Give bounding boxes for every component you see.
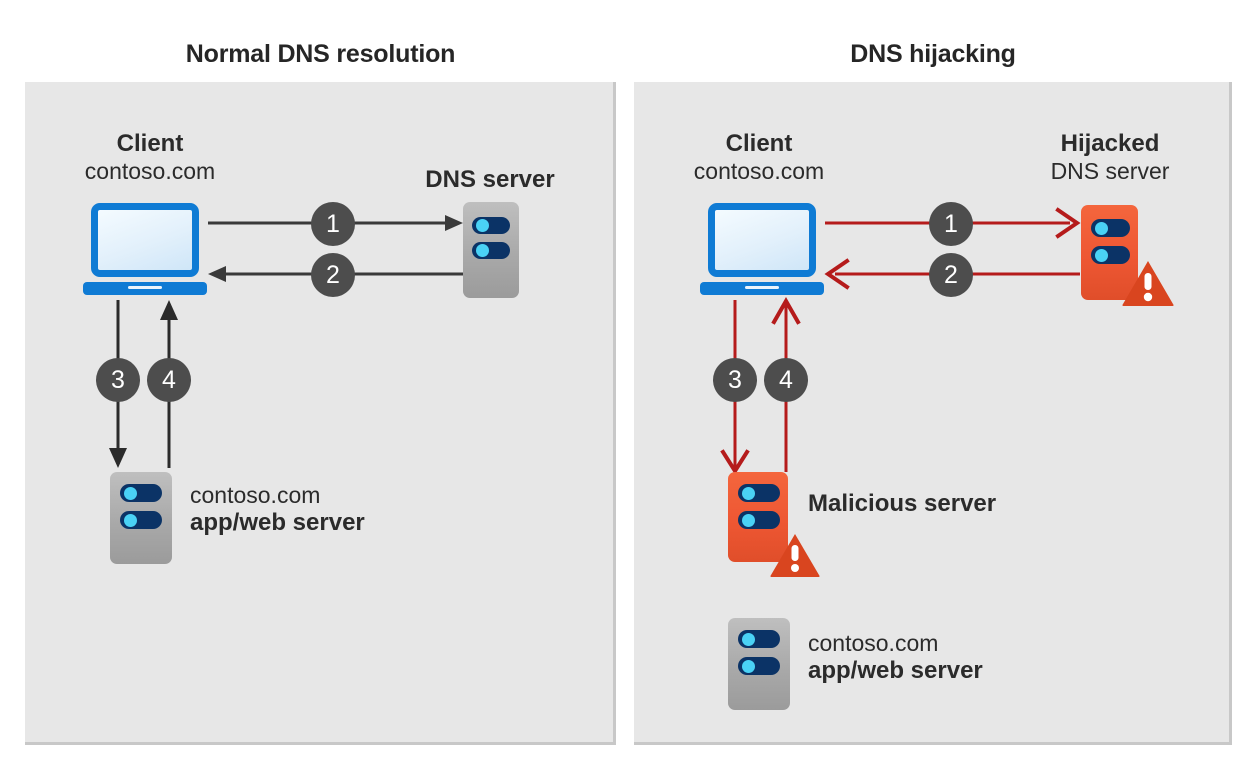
client-label-line1: Client (725, 130, 793, 157)
server-icon-app-web-hijack (728, 618, 790, 710)
server-status-dot (1094, 221, 1108, 235)
app-web-label-line2: app/web server (808, 657, 983, 685)
server-bar-1 (1091, 219, 1130, 237)
node-label-hijacked-dns-server: Hijacked DNS server (1010, 130, 1210, 185)
node-label-app-web-server-hijack: contoso.com app/web server (808, 630, 983, 685)
step-badge-2-normal: 2 (311, 253, 355, 297)
server-status-dot (1094, 248, 1108, 262)
server-bar-2 (738, 657, 780, 675)
server-bar-2 (738, 511, 780, 529)
hijacked-label-line1: Hijacked (1060, 130, 1160, 157)
server-status-dot (742, 659, 756, 673)
client-label-line2: contoso.com (84, 158, 216, 185)
step-badge-3-hijack: 3 (713, 358, 757, 402)
server-bar-1 (120, 484, 162, 502)
warning-triangle-icon (1122, 260, 1174, 306)
server-status-dot (475, 219, 489, 232)
node-label-client-normal: Client contoso.com (48, 130, 252, 185)
server-icon-hijacked-dns (1081, 205, 1138, 300)
server-icon-malicious (728, 472, 788, 562)
step-badge-4-hijack: 4 (764, 358, 808, 402)
server-bar-2 (472, 242, 510, 259)
server-bar-1 (738, 484, 780, 502)
node-label-app-web-server-normal: contoso.com app/web server (190, 482, 365, 537)
server-status-dot (475, 244, 489, 257)
server-icon-dns (463, 202, 519, 298)
hijacked-label-line2: DNS server (1050, 158, 1170, 185)
server-status-dot (742, 486, 756, 500)
laptop-screen (708, 203, 816, 277)
server-status-dot (742, 513, 756, 527)
step-badge-1-normal: 1 (311, 202, 355, 246)
dns-server-label-line1: DNS server (425, 166, 555, 193)
malicious-label-line1: Malicious server (808, 490, 997, 517)
panel-normal-dns-resolution (25, 82, 616, 745)
app-web-label-line2: app/web server (190, 509, 365, 537)
app-web-label-line1: contoso.com (808, 630, 939, 656)
laptop-notch (745, 286, 779, 289)
step-badge-1-hijack: 1 (929, 202, 973, 246)
server-bar-2 (1091, 246, 1130, 264)
step-badge-2-hijack: 2 (929, 253, 973, 297)
app-web-label-line1: contoso.com (190, 482, 321, 508)
client-label-line1: Client (116, 130, 184, 157)
server-icon-app-web-normal (110, 472, 172, 564)
client-label-line2: contoso.com (693, 158, 825, 185)
step-badge-3-normal: 3 (96, 358, 140, 402)
node-label-dns-server: DNS server (390, 166, 590, 194)
server-status-dot (124, 486, 138, 500)
server-bar-1 (472, 217, 510, 234)
node-label-client-hijack: Client contoso.com (657, 130, 861, 185)
laptop-notch (128, 286, 162, 289)
node-label-malicious-server: Malicious server (808, 490, 996, 518)
panel-title-hijacking: DNS hijacking (850, 40, 1016, 68)
server-status-dot (742, 632, 756, 646)
server-bar-2 (120, 511, 162, 529)
laptop-icon (700, 203, 824, 295)
step-badge-4-normal: 4 (147, 358, 191, 402)
warning-triangle-icon (770, 533, 820, 577)
laptop-screen (91, 203, 199, 277)
server-status-dot (124, 513, 138, 527)
server-bar-1 (738, 630, 780, 648)
laptop-icon (83, 203, 207, 295)
panel-title-normal: Normal DNS resolution (185, 40, 456, 68)
